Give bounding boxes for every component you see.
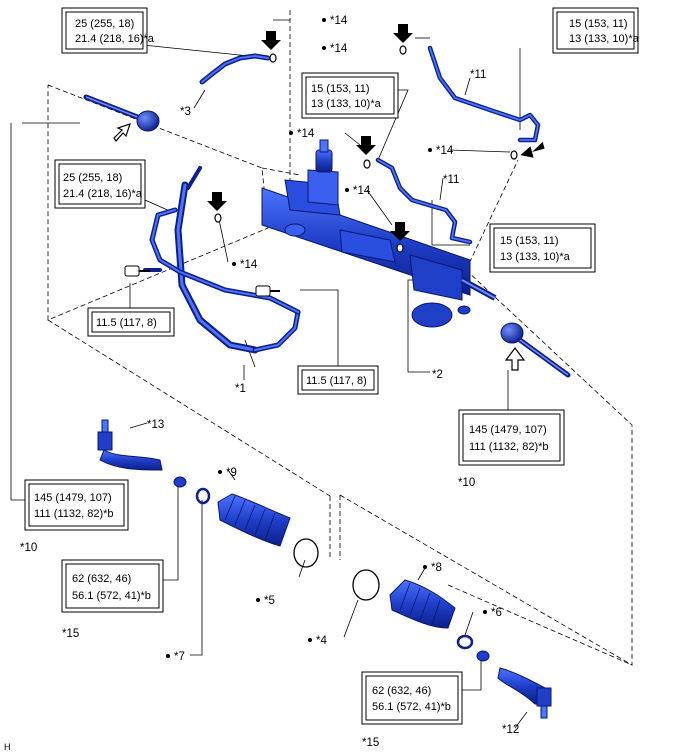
leader-lines [10, 19, 528, 729]
rack-boot-left [217, 493, 291, 547]
svg-text:15 (153, 11): 15 (153, 11) [311, 83, 370, 95]
svg-text:145 (1479, 107): 145 (1479, 107) [469, 424, 547, 436]
svg-text:56.1 (572, 41)*b: 56.1 (572, 41)*b [72, 590, 151, 602]
pipes [143, 45, 541, 354]
svg-text:62 (632, 46): 62 (632, 46) [72, 573, 131, 585]
label-14d: *14 [436, 145, 454, 157]
arrow-down-icon [261, 31, 281, 50]
label-14e: *14 [353, 185, 371, 197]
boot-clips [195, 487, 474, 650]
svg-text:62 (632, 46): 62 (632, 46) [372, 685, 431, 697]
label-14f: *14 [240, 259, 258, 271]
label-10a: *10 [458, 477, 475, 489]
torque-box-d: 25 (255, 18) 21.4 (218, 16)*a [54, 159, 146, 209]
label-1: *1 [235, 383, 246, 395]
torque-box-b: 15 (153, 11) 13 (133, 10)*a [552, 7, 640, 54]
torque-box-j: 62 (632, 46) 56.1 (572, 41)*b [61, 559, 164, 613]
svg-text:13 (133, 10)*a: 13 (133, 10)*a [569, 33, 640, 45]
torque-box-e: 15 (153, 11) 13 (133, 10)*a [489, 223, 596, 273]
bolts [124, 265, 280, 297]
orientation-arrows [113, 123, 526, 371]
label-4: *4 [316, 635, 327, 647]
torque-box-i: 145 (1479, 107) 111 (1132, 82)*b [24, 479, 129, 531]
tie-rod-end-left [97, 419, 163, 471]
arrow-down-icon [393, 24, 413, 43]
arrow-left-icon [520, 141, 545, 158]
svg-text:145 (1479, 107): 145 (1479, 107) [34, 492, 112, 504]
label-3: *3 [180, 106, 191, 118]
o-rings [214, 45, 518, 253]
label-15b: *15 [362, 737, 379, 749]
label-8: *8 [431, 562, 442, 574]
label-10b: *10 [20, 542, 37, 554]
label-5: *5 [264, 595, 275, 607]
svg-text:25 (255, 18): 25 (255, 18) [75, 18, 134, 30]
label-6: *6 [491, 607, 502, 619]
arrow-up-right-icon [113, 123, 131, 142]
tie-rod-inner-left [83, 94, 160, 132]
svg-text:56.1 (572, 41)*b: 56.1 (572, 41)*b [372, 701, 451, 713]
label-9: *9 [226, 467, 237, 479]
label-14b: *14 [330, 43, 348, 55]
svg-text:13 (133, 10)*a: 13 (133, 10)*a [500, 251, 571, 263]
arrow-down-icon [207, 192, 227, 211]
install-arrows [207, 24, 545, 241]
lock-nuts [173, 476, 490, 662]
svg-text:25 (255, 18): 25 (255, 18) [63, 172, 122, 184]
torque-box-a: 25 (255, 18) 21.4 (218, 16)*a [61, 7, 155, 54]
label-12: *12 [502, 724, 519, 736]
torque-box-h: 145 (1479, 107) 111 (1132, 82)*b [458, 409, 565, 466]
svg-text:111 (1132, 82)*b: 111 (1132, 82)*b [469, 441, 549, 453]
label-14c: *14 [297, 128, 315, 140]
svg-text:11.5 (117, 8): 11.5 (117, 8) [306, 375, 367, 387]
svg-text:15 (153, 11): 15 (153, 11) [569, 18, 628, 30]
steering-gear-housing [261, 139, 497, 328]
tie-rod-inner-right [500, 322, 571, 378]
svg-text:21.4 (218, 16)*a: 21.4 (218, 16)*a [75, 33, 155, 45]
assembly-outline [47, 10, 633, 666]
label-2: *2 [432, 369, 443, 381]
label-7: *7 [174, 651, 185, 663]
torque-box-c: 15 (153, 11) 13 (133, 10)*a [301, 72, 399, 119]
svg-text:13 (133, 10)*a: 13 (133, 10)*a [311, 98, 382, 110]
svg-text:21.4 (218, 16)*a: 21.4 (218, 16)*a [63, 188, 143, 200]
svg-text:15 (153, 11): 15 (153, 11) [500, 235, 559, 247]
tie-rod-end-right [497, 667, 552, 719]
clamp-rings [293, 538, 380, 601]
rack-boot-right [389, 579, 456, 629]
corner-code: H [4, 742, 11, 752]
torque-box-g: 11.5 (117, 8) [297, 365, 379, 395]
label-14a: *14 [330, 15, 348, 27]
arrow-down-icon [356, 136, 376, 155]
torque-box-k: 62 (632, 46) 56.1 (572, 41)*b [361, 671, 463, 725]
part-labels: *14 *14 *14 *14 *14 *14 *3 *11 *11 *1 *2… [4, 15, 519, 752]
label-11a: *11 [470, 69, 486, 81]
torque-box-f: 11.5 (117, 8) [87, 307, 175, 337]
arrow-down-icon [390, 222, 410, 241]
arrow-up-icon [504, 347, 526, 371]
label-11b: *11 [443, 174, 459, 186]
label-13: *13 [147, 419, 164, 431]
svg-text:111 (1132, 82)*b: 111 (1132, 82)*b [34, 508, 114, 520]
label-15a: *15 [62, 628, 79, 640]
svg-text:11.5 (117, 8): 11.5 (117, 8) [96, 317, 157, 329]
